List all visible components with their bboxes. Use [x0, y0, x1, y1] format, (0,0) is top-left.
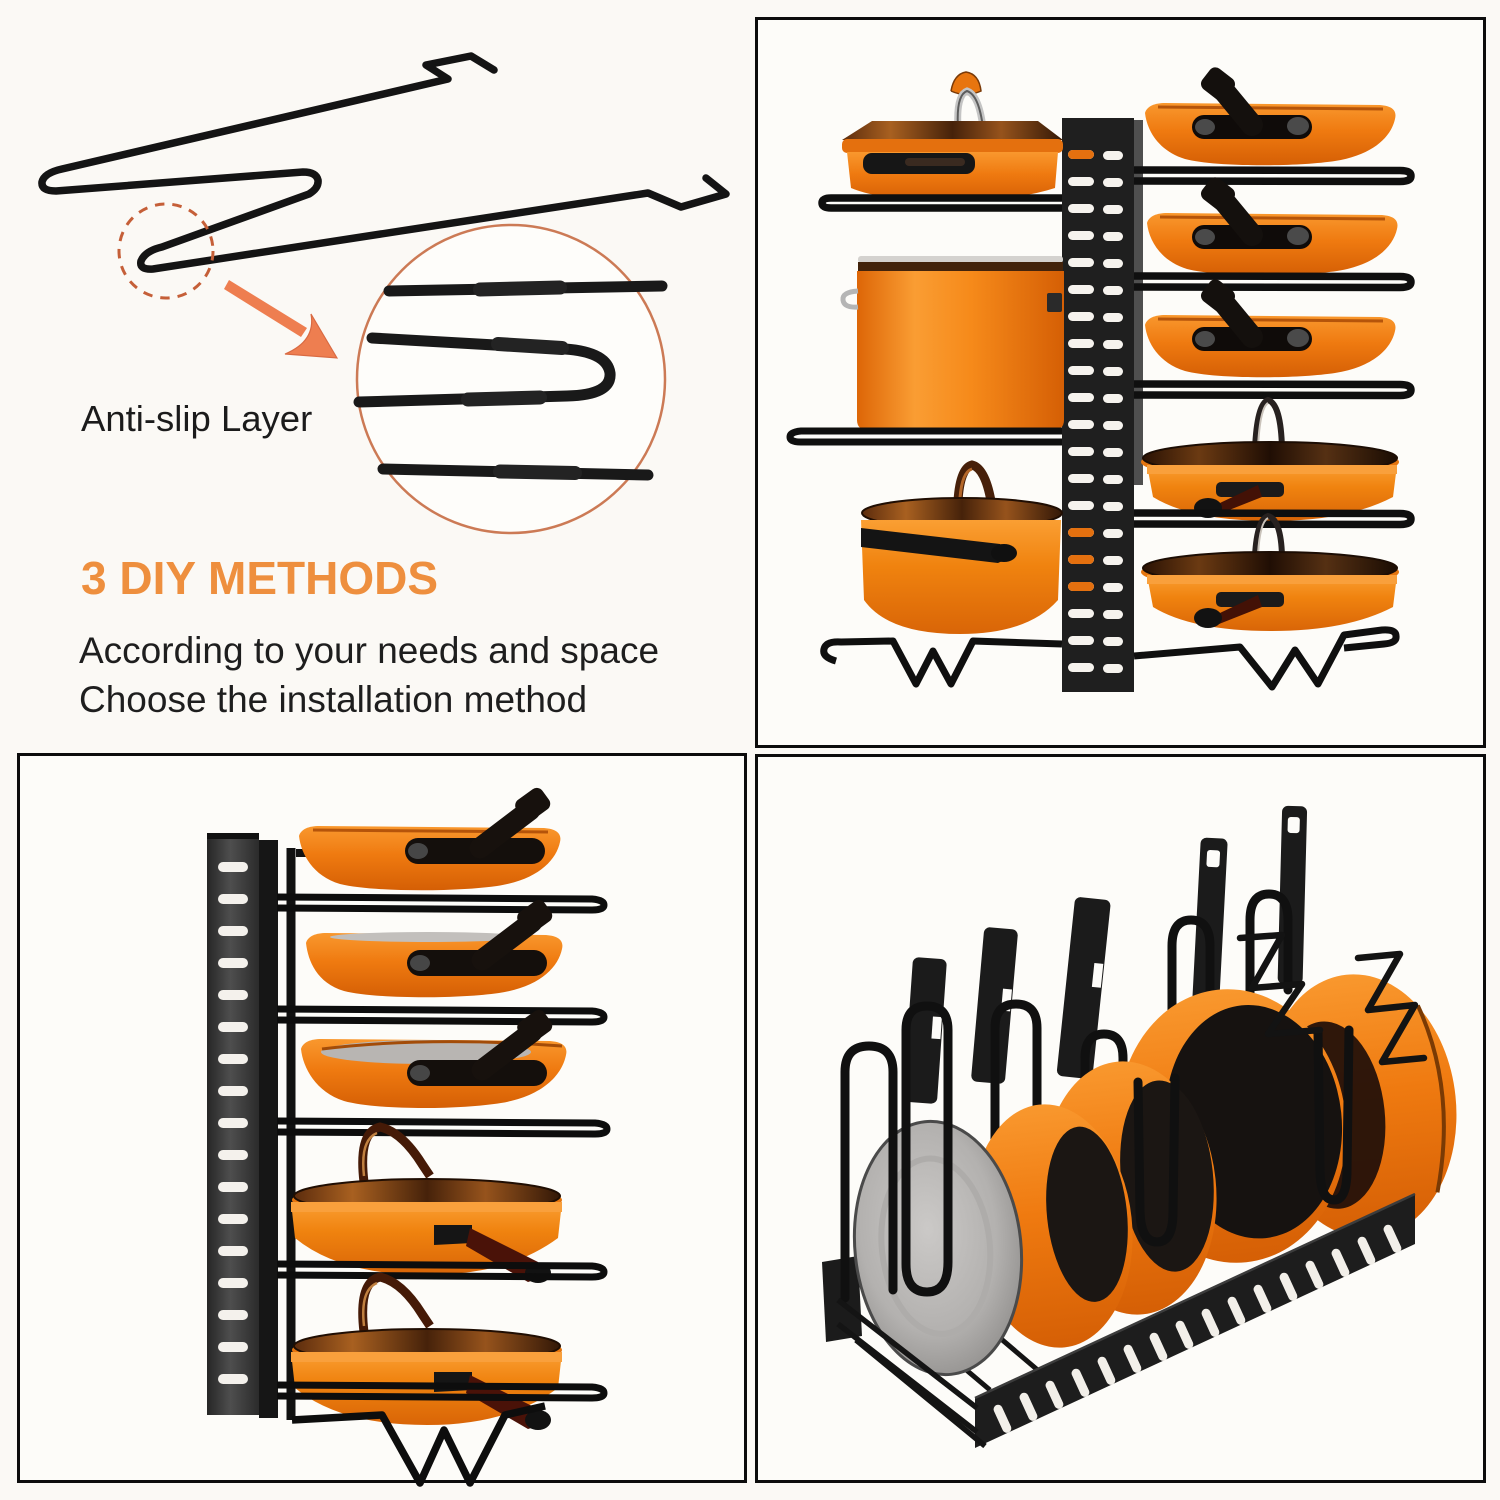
- svg-text:According to your needs and sp: According to your needs and space: [79, 630, 659, 671]
- svg-text:Anti-slip Layer: Anti-slip Layer: [81, 398, 312, 439]
- svg-text:Choose the installation method: Choose the installation method: [79, 679, 587, 720]
- svg-text:3 DIY METHODS: 3 DIY METHODS: [81, 552, 438, 604]
